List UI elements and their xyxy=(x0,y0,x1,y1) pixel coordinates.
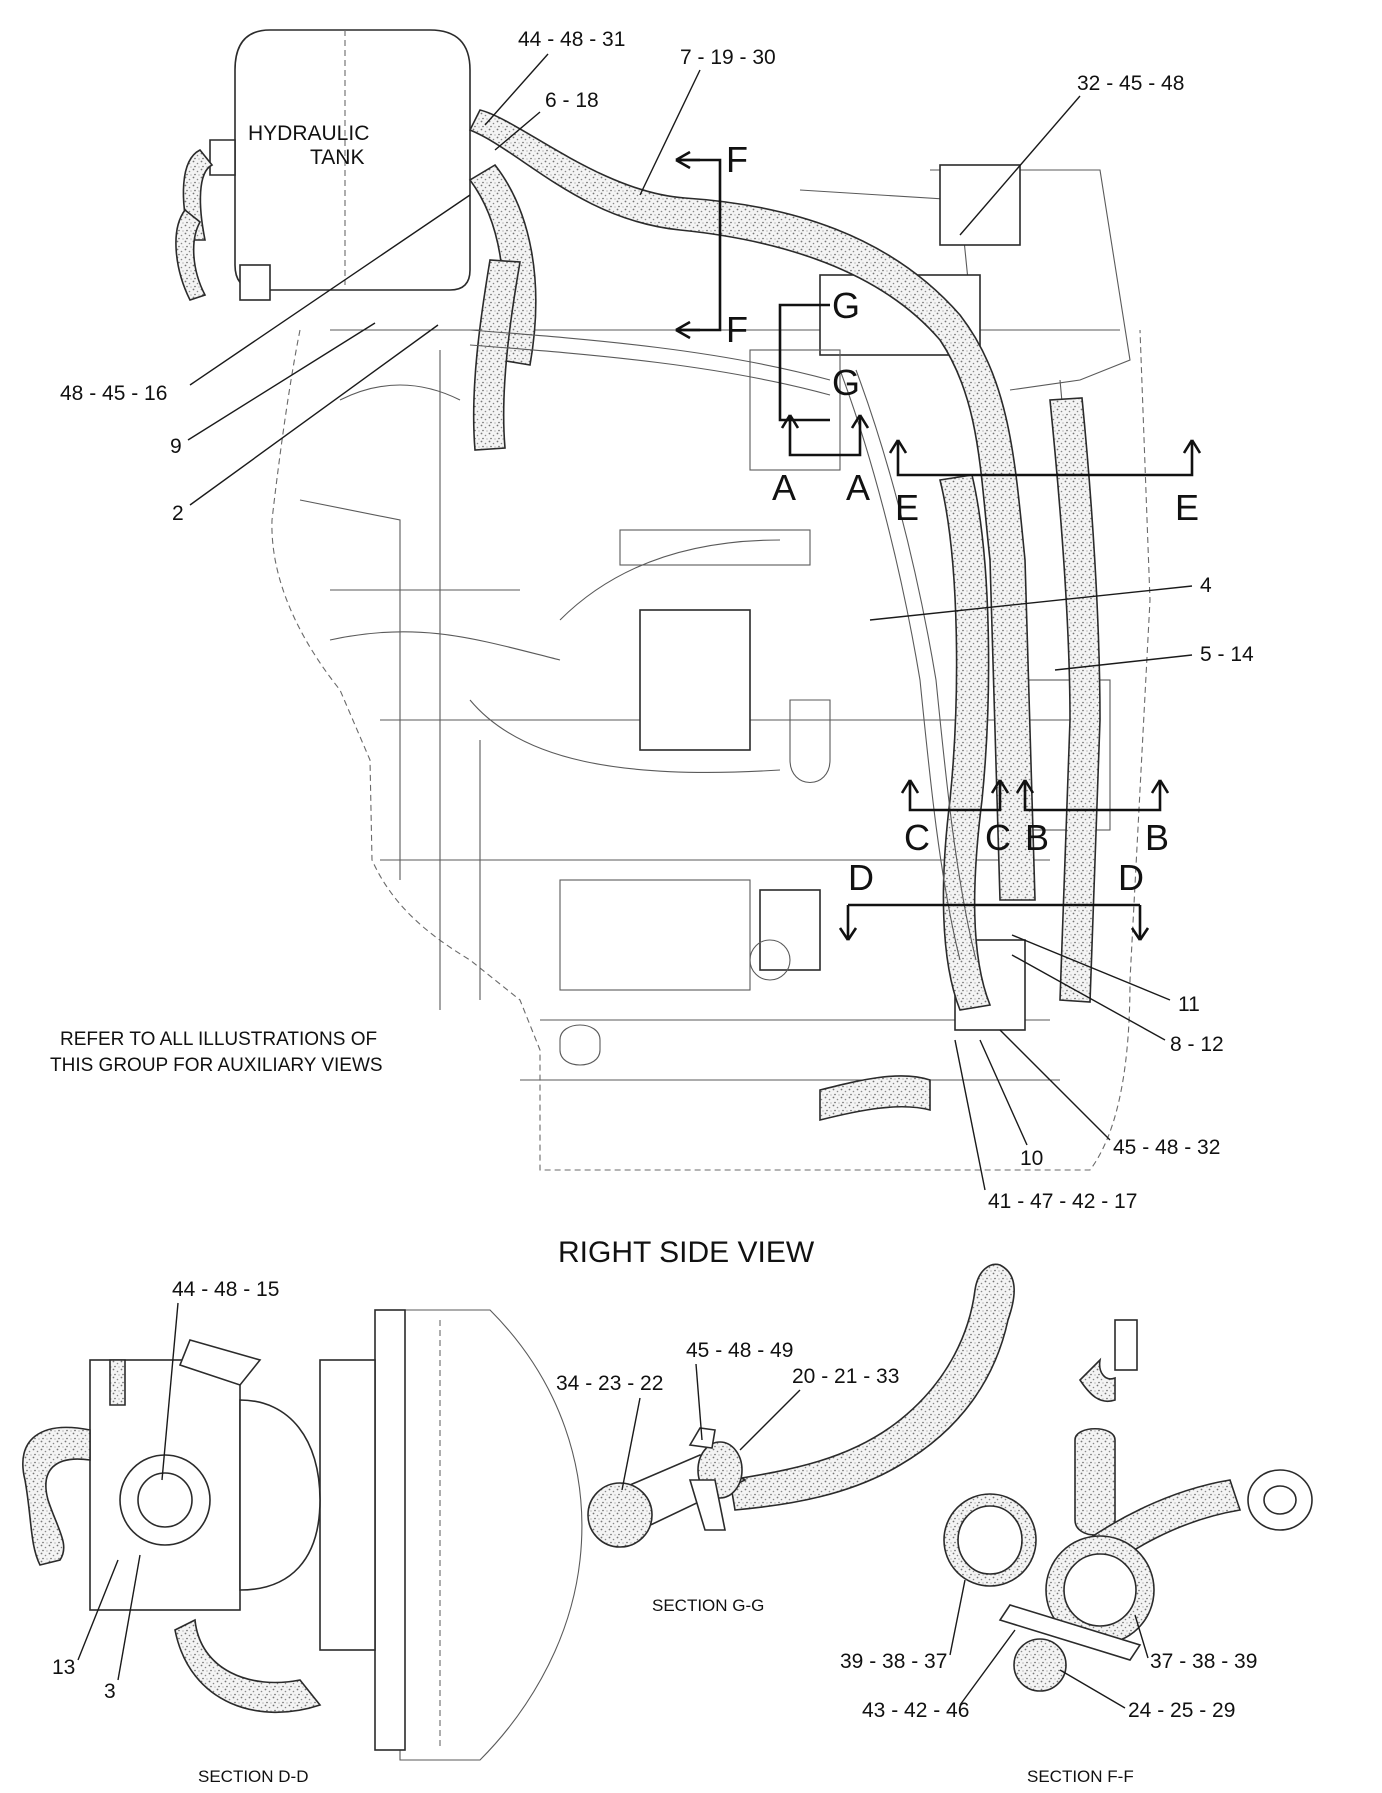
section-mark-f2: F xyxy=(726,309,748,350)
machine-outline xyxy=(271,164,1151,1171)
section-mark-g1: G xyxy=(832,285,860,326)
hydraulic-tank: HYDRAULIC TANK xyxy=(175,29,471,301)
section-gg-label: SECTION G-G xyxy=(652,1596,764,1615)
section-mark-d2: D xyxy=(1118,857,1144,898)
callout-5-14: 5 - 14 xyxy=(1200,643,1254,666)
callout-37-38-39: 37 - 38 - 39 xyxy=(1150,1650,1257,1673)
callout-2: 2 xyxy=(172,502,184,525)
section-mark-b2: B xyxy=(1145,817,1169,858)
note-line1: REFER TO ALL ILLUSTRATIONS OF xyxy=(60,1029,377,1050)
section-mark-c2: C xyxy=(985,817,1011,858)
callouts-main: 44 - 48 - 31 7 - 19 - 30 6 - 18 32 - 45 … xyxy=(60,28,1254,1213)
callout-4: 4 xyxy=(1200,574,1212,597)
callout-41-47-42-17: 41 - 47 - 42 - 17 xyxy=(988,1190,1137,1213)
callout-8-12: 8 - 12 xyxy=(1170,1033,1224,1056)
callout-39-38-37: 39 - 38 - 37 xyxy=(840,1650,947,1673)
callout-13: 13 xyxy=(52,1656,75,1679)
section-mark-g2: G xyxy=(832,362,860,403)
section-mark-c1: C xyxy=(904,817,930,858)
callout-10: 10 xyxy=(1020,1147,1043,1170)
callout-45-48-32: 45 - 48 - 32 xyxy=(1113,1136,1220,1159)
callout-44-48-15: 44 - 48 - 15 xyxy=(172,1278,279,1301)
callout-45-48-49: 45 - 48 - 49 xyxy=(686,1339,793,1362)
callout-9: 9 xyxy=(170,435,182,458)
tank-label-line2: TANK xyxy=(310,146,364,169)
callout-3: 3 xyxy=(104,1680,116,1703)
callout-6-18: 6 - 18 xyxy=(545,89,599,112)
callout-20-21-33: 20 - 21 - 33 xyxy=(792,1365,899,1388)
section-mark-b1: B xyxy=(1025,817,1049,858)
note-line2: THIS GROUP FOR AUXILIARY VIEWS xyxy=(50,1055,383,1076)
section-mark-e1: E xyxy=(895,487,919,528)
section-mark-f1: F xyxy=(726,139,748,180)
section-dd: 44 - 48 - 15 13 3 SECTION D-D xyxy=(22,1278,583,1786)
callout-11: 11 xyxy=(1178,993,1200,1016)
section-ff-label: SECTION F-F xyxy=(1027,1767,1134,1786)
tank-label-line1: HYDRAULIC xyxy=(248,122,369,145)
callout-48-45-16: 48 - 45 - 16 xyxy=(60,382,167,405)
section-gg: 34 - 23 - 22 45 - 48 - 49 20 - 21 - 33 S… xyxy=(556,1263,1015,1615)
section-mark-e2: E xyxy=(1175,487,1199,528)
section-mark-d1: D xyxy=(848,857,874,898)
callout-34-23-22: 34 - 23 - 22 xyxy=(556,1372,663,1395)
callout-7-19-30: 7 - 19 - 30 xyxy=(680,46,776,69)
section-mark-a2: A xyxy=(846,467,870,508)
callout-32-45-48: 32 - 45 - 48 xyxy=(1077,72,1184,95)
section-mark-a1: A xyxy=(772,467,796,508)
section-ff: 39 - 38 - 37 37 - 38 - 39 43 - 42 - 46 2… xyxy=(840,1319,1313,1786)
callout-44-48-31: 44 - 48 - 31 xyxy=(518,28,625,51)
view-title: RIGHT SIDE VIEW xyxy=(558,1236,815,1269)
callout-43-42-46: 43 - 42 - 46 xyxy=(862,1699,969,1722)
callout-24-25-29: 24 - 25 - 29 xyxy=(1128,1699,1235,1722)
section-dd-label: SECTION D-D xyxy=(198,1767,309,1786)
section-marks: F F G G A A E E C C B B D D xyxy=(675,139,1202,941)
